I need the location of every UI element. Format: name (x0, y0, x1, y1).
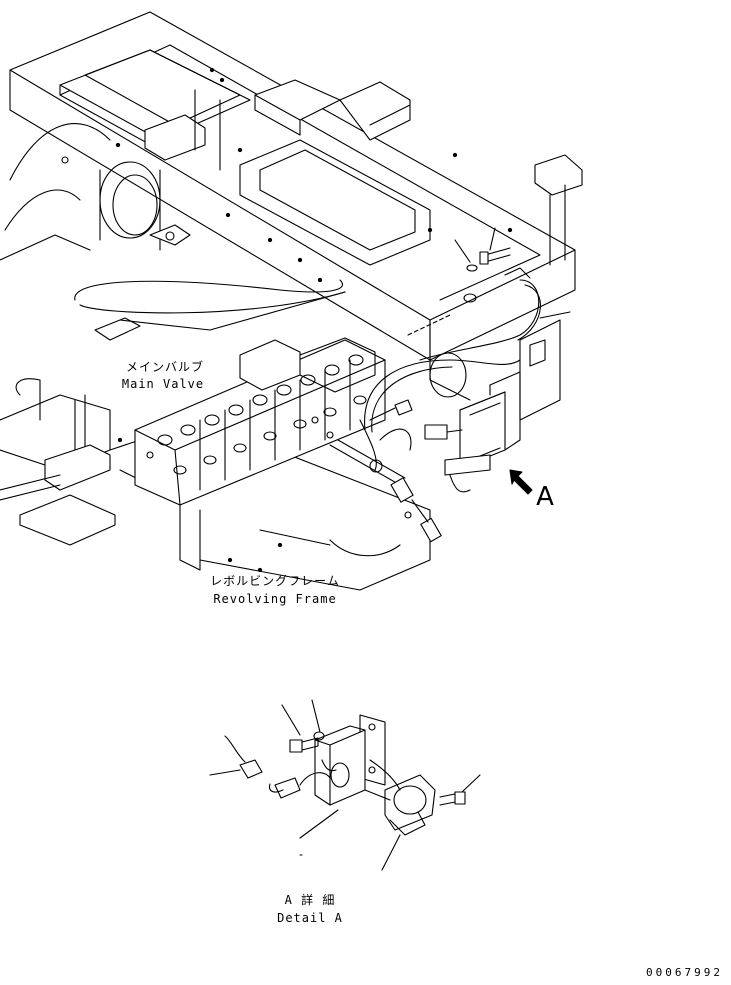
detail-label-en: Detail A (277, 911, 343, 925)
main-valve-drawing (134, 337, 521, 543)
drawing-number: 00067992 (646, 966, 723, 979)
revolving-frame-label-en: Revolving Frame (213, 592, 337, 606)
detail-label-jp: A 詳 細 (284, 893, 336, 907)
view-marker-a: A (536, 482, 554, 512)
main-valve-label-jp: メインバルブ (125, 360, 204, 374)
detail-a-drawing (209, 699, 481, 871)
main-valve-label-en: Main Valve (121, 377, 205, 391)
solenoid-relay-drawing (424, 371, 533, 495)
revolving-frame-drawing (0, 11, 583, 591)
revolving-frame-label-jp: レボルビングフレーム (210, 574, 340, 588)
